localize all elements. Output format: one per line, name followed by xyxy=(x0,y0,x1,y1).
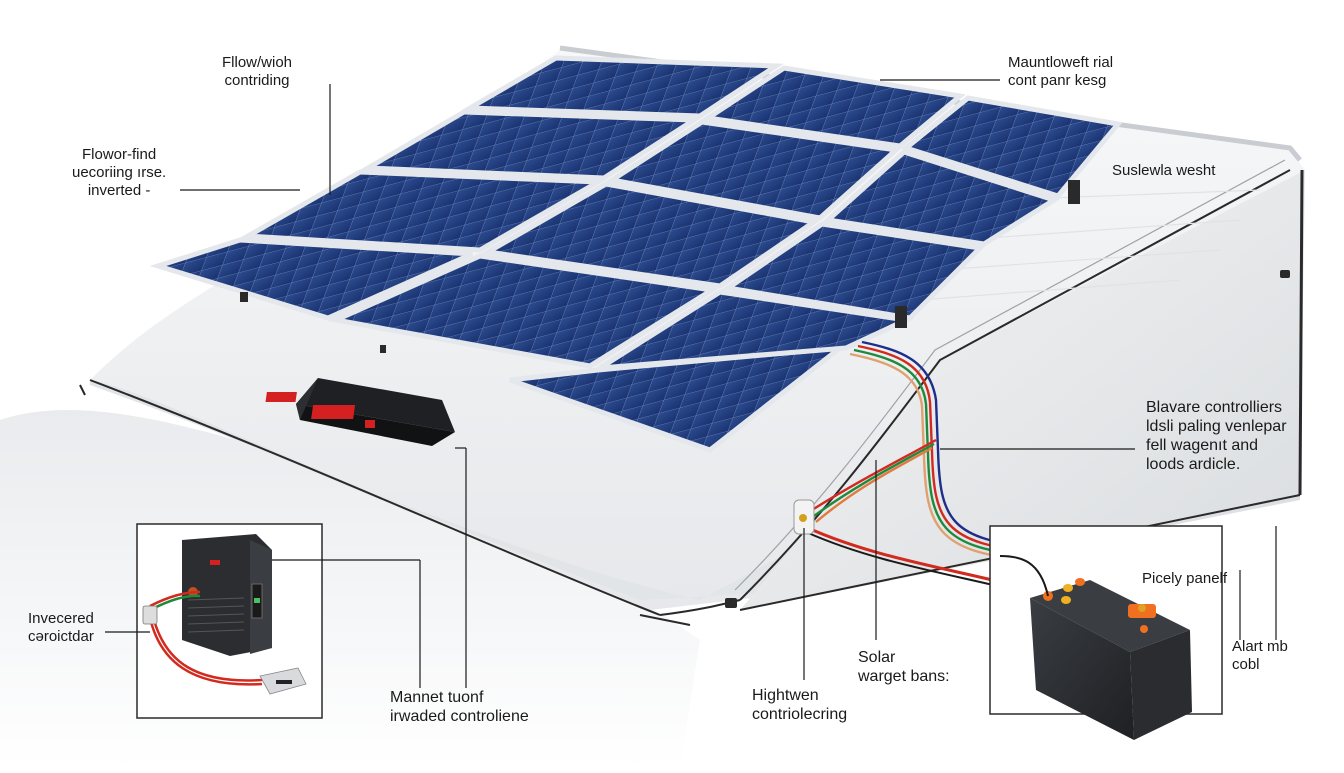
label-line: contriolecring xyxy=(752,706,848,723)
label-battery-panel: Picely panelf xyxy=(1142,570,1227,588)
label-inverter: Invecered cəroictdar xyxy=(28,610,94,646)
label-line: cont panr kesg xyxy=(1008,72,1107,89)
label-line: Mauntloweft rial xyxy=(1008,54,1114,71)
label-line: Suslewla wesht xyxy=(1112,162,1216,179)
label-line: uecoriing ırse. xyxy=(72,164,167,181)
label-line: Fllow/wioh xyxy=(222,54,293,71)
roof-mounted-controller xyxy=(265,378,455,446)
solar-panel-array xyxy=(149,55,1123,453)
label-line: Alart mb xyxy=(1232,638,1288,655)
label-flow-controller: Fllow/wioh contriding xyxy=(222,54,292,90)
label-roof-surface: Suslewla wesht xyxy=(1112,162,1215,180)
wire-bundle xyxy=(805,340,1081,595)
label-charge-controller: Mannet tuonf irwaded controliene xyxy=(390,688,529,726)
label-line: irwaded controliene xyxy=(390,708,529,725)
battery-inset xyxy=(989,525,1223,740)
label-line: ldsli paling venlepar xyxy=(1146,418,1287,435)
label-line: Mannet tuonf xyxy=(390,689,484,706)
callout-lines xyxy=(105,79,1277,688)
label-line: cəroictdar xyxy=(28,628,94,645)
label-line: fell wagenıt and xyxy=(1146,437,1259,454)
label-line: Blavare controlliers xyxy=(1146,399,1283,416)
label-mount-rail: Mauntloweft rial cont panr kesg xyxy=(1008,54,1113,90)
label-inverted: Flowor-find uecoriing ırse. inverted - xyxy=(72,146,166,200)
label-line: Flowor-find xyxy=(82,146,157,163)
label-line: cobl xyxy=(1232,656,1260,673)
label-line: warget bans: xyxy=(858,668,950,685)
label-line: Hightwen xyxy=(752,687,819,704)
label-line: Invecered xyxy=(28,610,94,627)
inverter-inset xyxy=(136,523,323,719)
label-line: inverted - xyxy=(87,182,151,199)
label-line: contriding xyxy=(224,72,290,89)
label-line: Picely panelf xyxy=(1142,570,1228,587)
label-line: Solar xyxy=(858,649,896,666)
label-high-controller: Hightwen contriolecring xyxy=(752,686,847,724)
label-line: loods ardicle. xyxy=(1146,456,1241,473)
label-battery-cable: Alart mb cobl xyxy=(1232,638,1288,674)
label-controllers: Blavare controlliers ldsli paling venlep… xyxy=(1146,398,1287,474)
label-solar-wire: Solar warget bans: xyxy=(858,648,950,686)
